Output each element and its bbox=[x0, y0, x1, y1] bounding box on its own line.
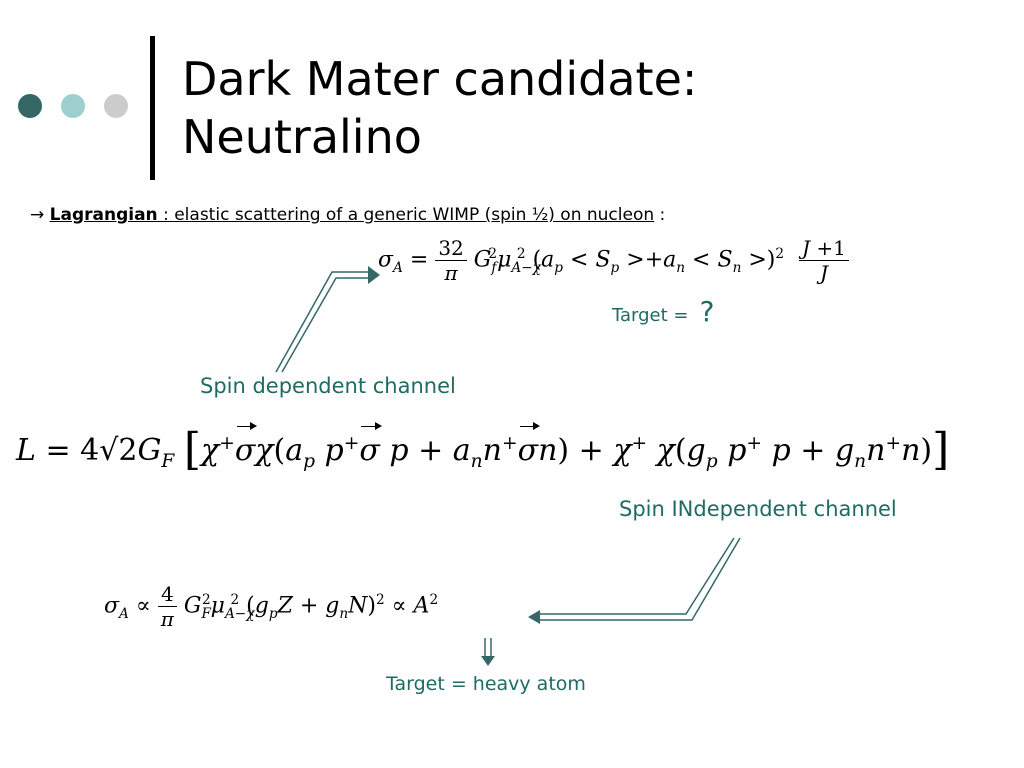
spin-independent-label: Spin INdependent channel bbox=[619, 497, 897, 521]
lagrangian-colon: : bbox=[157, 205, 175, 225]
arrowhead-left-icon bbox=[528, 610, 540, 624]
arrowhead-down-icon bbox=[481, 656, 495, 666]
slide-title: Dark Mater candidate: Neutralino bbox=[182, 50, 697, 166]
lagrangian-keyword: Lagrangian bbox=[49, 205, 158, 225]
spin-dependent-label: Spin dependent channel bbox=[200, 374, 456, 398]
target-question: Target = ? bbox=[612, 295, 714, 328]
decor-dot-gray bbox=[104, 94, 128, 118]
target-question-mark: ? bbox=[699, 295, 715, 328]
arrow-down-to-target bbox=[484, 638, 492, 656]
arrow-to-spin-dependent-eq bbox=[275, 271, 368, 373]
lagrangian-trailing: : bbox=[654, 205, 666, 225]
decor-dot-light bbox=[61, 94, 85, 118]
right-arrow-icon: → bbox=[30, 205, 45, 225]
arrowhead-right-icon bbox=[368, 266, 380, 284]
slide-title-line2: Neutralino bbox=[182, 110, 422, 164]
lagrangian-description: elastic scattering of a generic WIMP (sp… bbox=[174, 205, 655, 225]
target-heavy-label: Target = heavy atom bbox=[386, 673, 586, 695]
slide-title-line1: Dark Mater candidate: bbox=[182, 52, 698, 106]
decor-dot-dark bbox=[18, 94, 42, 118]
lagrangian-intro: → Lagrangian : elastic scattering of a g… bbox=[30, 205, 665, 225]
title-divider bbox=[150, 36, 155, 180]
target-question-prefix: Target = bbox=[612, 305, 689, 326]
arrow-to-spin-independent-eq bbox=[540, 537, 741, 621]
equation-lagrangian: L = 4√2GF [χ+σχ(ap p+σ p + ann+σn) + χ+ … bbox=[16, 422, 950, 475]
